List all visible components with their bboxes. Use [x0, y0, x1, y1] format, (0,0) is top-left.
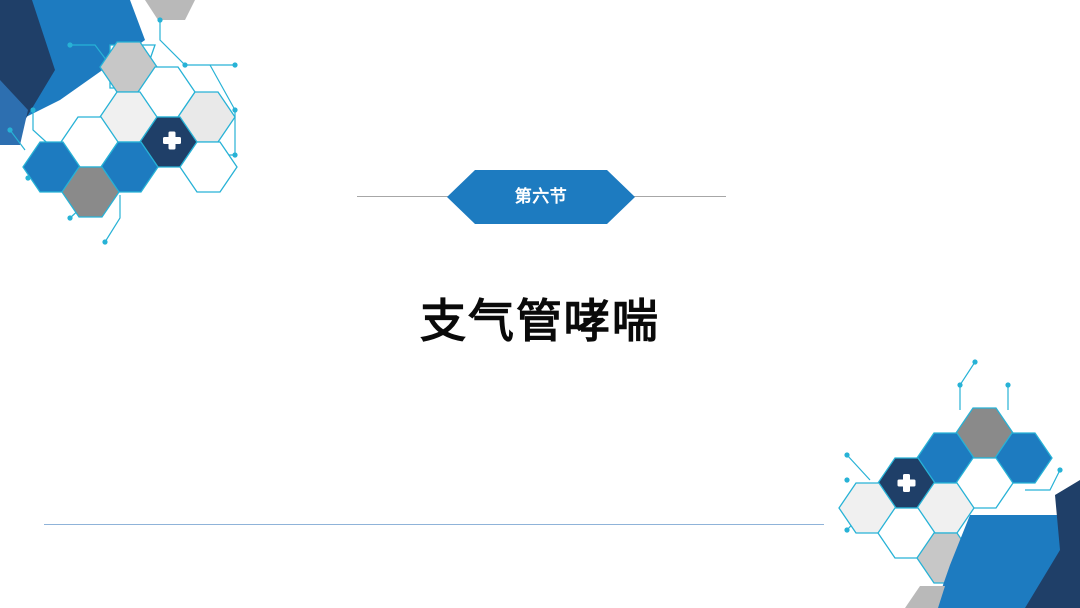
network-dots — [7, 17, 238, 245]
section-badge: 第六节 — [447, 170, 635, 224]
hexagon-gray — [61, 166, 120, 218]
section-badge-hexagon — [447, 170, 635, 224]
hexagon-outline — [179, 141, 238, 193]
corner-navy-shape — [0, 0, 55, 120]
page-title: 支气管哮喘 — [420, 294, 660, 348]
corner-navy-shape — [1025, 480, 1080, 608]
medical-cross-icon — [897, 474, 916, 492]
hexagon-decoration-top-left — [0, 0, 238, 245]
corner-gray-shape — [145, 0, 195, 20]
section-label: 第六节 — [514, 187, 568, 207]
corner-blue-shape-2 — [0, 80, 28, 145]
footer-divider-line — [44, 524, 824, 525]
medical-cross-icon — [163, 131, 181, 150]
hexagon-decoration-bottom-right — [838, 359, 1080, 608]
corner-gray-shape — [905, 586, 945, 608]
